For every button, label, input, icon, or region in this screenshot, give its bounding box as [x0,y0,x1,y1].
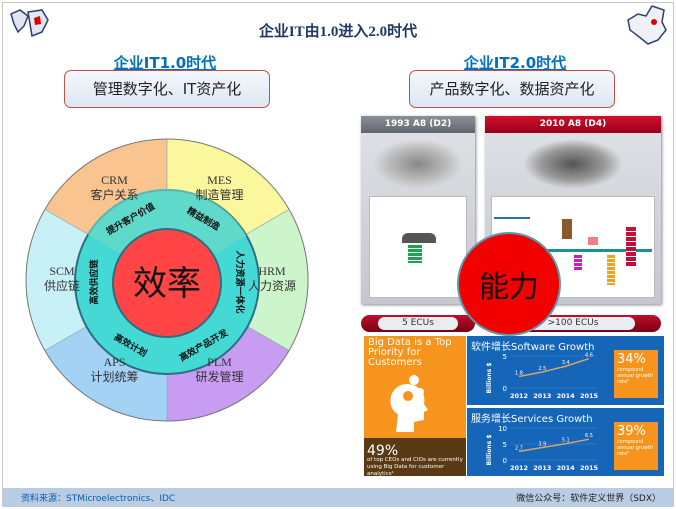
sector-name: 人力资源 [247,279,296,293]
ecu-count-1993-label: 5 ECUs [378,317,458,330]
data-label: 3.9 [538,442,546,448]
services-growth-title: 服务增长Services Growth [471,414,593,425]
x-tick-label: 2012 [510,464,528,472]
slide-title: 企业IT由1.0进入2.0时代 [258,24,418,40]
sector-name: 研发管理 [195,369,244,384]
sector-name: 客户关系 [90,188,139,203]
era-1-subtitle: 管理数字化、IT资产化 [64,70,270,108]
software-rate-badge: 34%compound annual growth rate² [614,350,658,398]
services-growth-chart: Billions $ 0 5 10 2.7 3.9 5.1 6.5 2012 2013 2014 20… [486,425,599,472]
capability-label: 能力 [479,270,539,305]
big-data-stat: 49% [367,443,399,459]
y-tick-label: 10 [498,425,507,433]
data-label: 2.7 [515,445,523,451]
big-data-stat-text: of top CEOs and CIOs are currently using… [367,457,463,477]
x-tick-label: 2014 [557,464,576,472]
data-label: 5.1 [562,438,570,444]
car-image-2010 [523,139,623,189]
services-rate: 39% [617,424,646,439]
services-rate-text: compound annual growth rate² [617,439,654,457]
x-tick-label: 2012 [510,392,528,400]
software-growth-title: 软件增长Software Growth [471,342,595,353]
ecu-count-1993: 5 ECUs [361,315,475,332]
data-label: 6.5 [585,433,593,439]
sector-code: SCM [49,264,75,278]
y-tick-label: 0 [503,385,507,393]
data-label: 2.5 [538,366,546,372]
footer-bar: 资料来源：STMicroelectronics、IDC 微信公众号：软件定义世界… [3,488,673,506]
car-image-1993 [373,139,463,189]
data-label: 1.8 [515,370,523,376]
wechat-text: 微信公众号：软件定义世界（SDX） [516,494,661,504]
sector-code: CRM [101,173,128,188]
series-line [518,438,590,453]
x-tick-label: 2013 [533,464,551,472]
china-map-icon [627,5,667,45]
sector-code: HRM [258,264,286,278]
wheel-outline [25,138,309,422]
y-tick-label: 5 [503,441,507,449]
services-rate-badge: 39%compound annual growth rate² [614,422,658,470]
efficiency-label: 效率 [133,264,201,304]
sector-code: MES [207,173,232,188]
sector-code: APS [103,354,126,369]
x-tick-label: 2015 [580,392,599,400]
ring-label: 高效供应链 [88,259,100,305]
y-tick-label: 0 [503,457,507,465]
sector-name: 供应链 [43,279,80,293]
y-axis-label: Billions $ [486,434,493,465]
sector-name: 制造管理 [195,188,244,203]
head-gears-icon [390,375,428,432]
big-data-card: Big Data is a Top Priority for Customers… [364,336,466,477]
x-tick-label: 2015 [580,464,599,472]
ring-label: 人力资源一体化 [234,249,246,313]
car-panel-1993: 1993 A8 (D2) [361,116,475,304]
world-map-icon [10,9,49,38]
software-growth-chart: Billions $ 0 5 1.8 2.5 3.4 4.6 2012 2013 2014 2015 [486,353,599,400]
car-label-2010: 2010 A8 (D4) [485,116,661,133]
data-label: 4.6 [585,353,593,359]
y-axis-label: Billions $ [486,362,493,393]
efficiency-circle [112,228,222,338]
source-text: 资料来源：STMicroelectronics、IDC [21,494,176,504]
y-tick-label: 5 [503,353,507,361]
data-label: 3.4 [562,360,570,366]
car-label-1993: 1993 A8 (D2) [361,116,475,133]
software-rate-text: compound annual growth rate² [617,367,654,385]
ecu-diagram-1993 [369,196,467,298]
series-line [518,357,590,378]
era-2-subtitle: 产品数字化、数据资产化 [409,70,615,108]
big-data-heading: Big Data is a Top Priority for Customers [368,337,452,368]
x-tick-label: 2014 [557,392,576,400]
efficiency-wheel: 效率提升客户价值精益制造人力资源一体化高效产品开发高效计划高效供应链 [25,138,309,422]
sector-name: 计划统筹 [90,369,139,384]
capability-circle: 能力 [457,232,561,336]
x-tick-label: 2013 [533,392,551,400]
era-1-heading: 企业IT1.0时代 [113,54,217,72]
sector-code: PLM [207,354,232,369]
era-2-heading: 企业IT2.0时代 [463,54,567,72]
services-growth-card: 服务增长Services Growth Billions $ 0 5 10 2.7 3.9… [467,408,664,476]
software-growth-card: 软件增长Software Growth Billions $ 0 5 1.8 2.5 3.… [467,336,664,405]
software-rate: 34% [617,352,646,367]
